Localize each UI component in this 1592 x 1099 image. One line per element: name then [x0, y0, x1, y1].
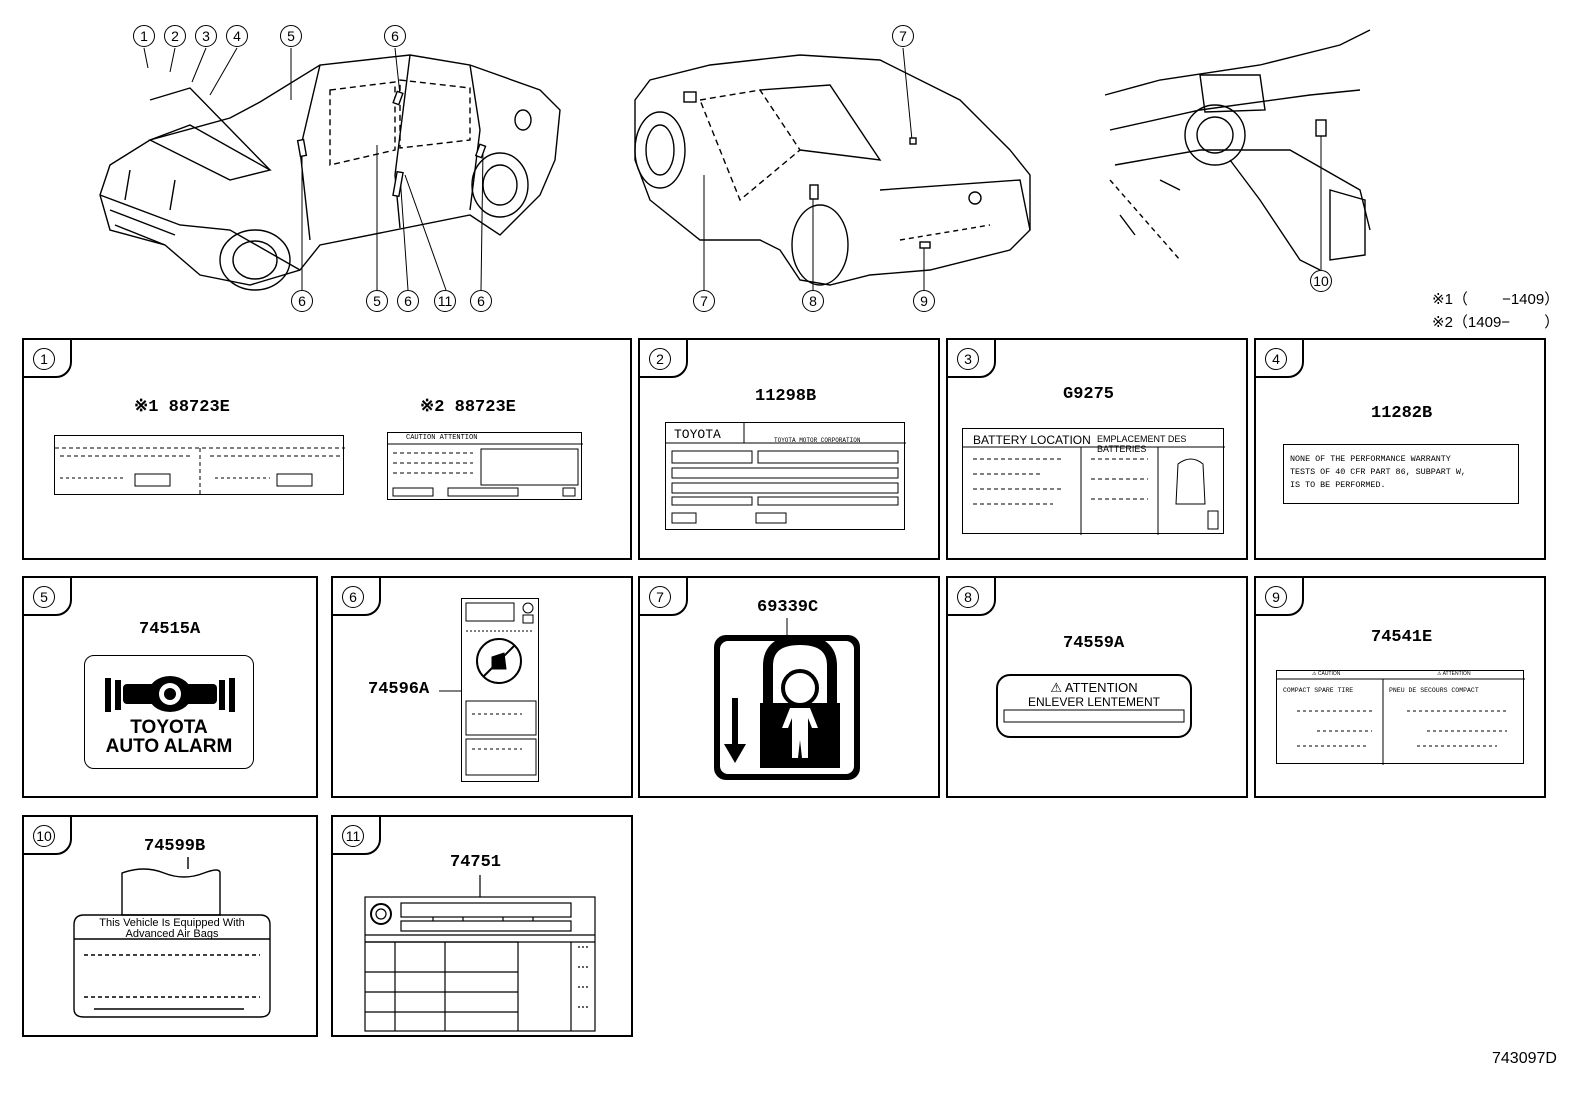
panel-11: 11 74751	[331, 815, 633, 1037]
panel-5-callout: 5	[33, 586, 55, 608]
panel-2-callout: 2	[649, 348, 671, 370]
figure-id: 743097D	[1492, 1050, 1557, 1067]
panel-5: 5 74515A TOYOTA AUTO ALARM	[22, 576, 318, 798]
panel-6-part-number: 74596A	[368, 680, 430, 699]
callout-11: 11	[434, 290, 456, 312]
callout-1: 1	[133, 25, 155, 47]
note-1: ※1（ −1409）	[1432, 291, 1560, 308]
callout-5: 5	[280, 25, 302, 47]
callout-2: 2	[164, 25, 186, 47]
label-g9275-title-fr: EMPLACEMENT DES BATTERIES	[1097, 434, 1187, 454]
panel-1: 1 ※1 88723E ※2 88723E CAUTION ATTENTION	[22, 338, 632, 560]
panel-10: 10 74599B This Vehicle Is Equipped With …	[22, 815, 318, 1037]
panel-6: 6 74596A	[331, 576, 633, 798]
note-2: ※2（1409− ）	[1432, 314, 1560, 331]
panel-5-part-number: 74515A	[139, 620, 201, 639]
panel-7-callout: 7	[649, 586, 671, 608]
label-74541e: ⚠ CAUTION ⚠ ATTENTION COMPACT SPARE TIRE…	[1276, 670, 1525, 765]
callout-9: 9	[913, 290, 935, 312]
label-74515a-line-2: AUTO ALARM	[105, 736, 233, 757]
panel-3-callout: 3	[957, 348, 979, 370]
panel-1-part-number-b: ※2 88723E	[420, 398, 516, 417]
panel-4-part-number: 11282B	[1371, 404, 1433, 423]
callout-8: 8	[802, 290, 824, 312]
label-88723e-a	[54, 435, 345, 496]
label-74559a-line-1: ⚠ ATTENTION	[1050, 680, 1138, 695]
label-74559a: ⚠ ATTENTION ENLEVER LENTEMENT	[996, 674, 1192, 738]
label-11298b-maker: TOYOTA MOTOR CORPORATION	[774, 437, 861, 444]
panel-4-callout: 4	[1265, 348, 1287, 370]
label-11282b-line-2: TESTS OF 40 CFR PART 86, SUBPART W,	[1290, 467, 1466, 477]
panel-3: 3 G9275 BATTERY LOCATION EMPLACEMENT DES…	[946, 338, 1248, 560]
panel-11-part-number: 74751	[450, 853, 502, 872]
label-74541e-left-head: COMPACT SPARE TIRE	[1283, 687, 1354, 694]
callout-6: 6	[397, 290, 419, 312]
callout-6: 6	[291, 290, 313, 312]
panel-10-part-number: 74599B	[144, 837, 206, 856]
panel-8-callout: 8	[957, 586, 979, 608]
alarm-icon	[105, 676, 235, 712]
label-11298b-brand: TOYOTA	[674, 427, 721, 442]
label-74541e-attention: ⚠ ATTENTION	[1437, 671, 1471, 677]
label-11282b-line-3: IS TO BE PERFORMED.	[1290, 480, 1386, 490]
panel-7: 7 69339C	[638, 576, 940, 798]
label-g9275-title-en: BATTERY LOCATION	[973, 433, 1091, 447]
callout-5: 5	[366, 290, 388, 312]
panel-2-part-number: 11298B	[755, 387, 817, 406]
label-74559a-line-2: ENLEVER LENTEMENT	[1027, 695, 1161, 709]
panel-6-callout: 6	[342, 586, 364, 608]
panel-3-part-number: G9275	[1063, 385, 1115, 404]
label-11298b: TOYOTA TOYOTA MOTOR CORPORATION	[665, 422, 906, 530]
panel-10-callout: 10	[33, 825, 55, 847]
label-g9275: BATTERY LOCATION EMPLACEMENT DES BATTERI…	[962, 428, 1225, 535]
label-88723e-b-caution: CAUTION ATTENTION	[406, 434, 478, 442]
callout-3: 3	[195, 25, 217, 47]
panel-8-part-number: 74559A	[1063, 634, 1125, 653]
label-74541e-caution: ⚠ CAUTION	[1312, 671, 1341, 677]
no-child-seat-icon	[465, 602, 537, 776]
callout-10: 10	[1310, 270, 1332, 292]
panel-8: 8 74559A ⚠ ATTENTION ENLEVER LENTEMENT	[946, 576, 1248, 798]
panel-9-part-number: 74541E	[1371, 628, 1433, 647]
panel-9: 9 74541E ⚠ CAUTION ⚠ ATTENTION COMPACT S…	[1254, 576, 1546, 798]
panel-1-callout: 1	[33, 348, 55, 370]
callout-6: 6	[384, 25, 406, 47]
panel-2: 2 11298B TOYOTA TOYOTA MOTOR CORPORATION	[638, 338, 940, 560]
panel-9-callout: 9	[1265, 586, 1287, 608]
label-11282b-line-1: NONE OF THE PERFORMANCE WARRANTY	[1290, 454, 1451, 464]
label-74599b-line-2: Advanced Air Bags	[125, 928, 219, 940]
callout-7: 7	[892, 25, 914, 47]
label-74751-tire-placard	[364, 875, 596, 1032]
panel-11-callout: 11	[342, 825, 364, 847]
label-88723e-b: CAUTION ATTENTION	[387, 432, 583, 500]
callout-7: 7	[693, 290, 715, 312]
child-lock-icon	[714, 618, 860, 780]
panel-4: 4 11282B NONE OF THE PERFORMANCE WARRANT…	[1254, 338, 1546, 560]
label-74596a	[461, 598, 539, 782]
label-11282b: NONE OF THE PERFORMANCE WARRANTY TESTS O…	[1283, 444, 1519, 504]
callout-6: 6	[470, 290, 492, 312]
label-74599b-line-1: This Vehicle Is Equipped With	[99, 917, 245, 929]
panel-7-part-number: 69339C	[757, 598, 819, 617]
callout-4: 4	[226, 25, 248, 47]
label-74515a-line-1: TOYOTA	[130, 717, 208, 738]
panel-1-part-number-a: ※1 88723E	[134, 398, 230, 417]
label-74541e-right-head: PNEU DE SECOURS COMPACT	[1389, 687, 1479, 694]
label-74515a: TOYOTA AUTO ALARM	[84, 655, 254, 769]
car-drawings-svg	[99, 29, 1371, 291]
label-74599b-outline	[73, 857, 271, 1018]
